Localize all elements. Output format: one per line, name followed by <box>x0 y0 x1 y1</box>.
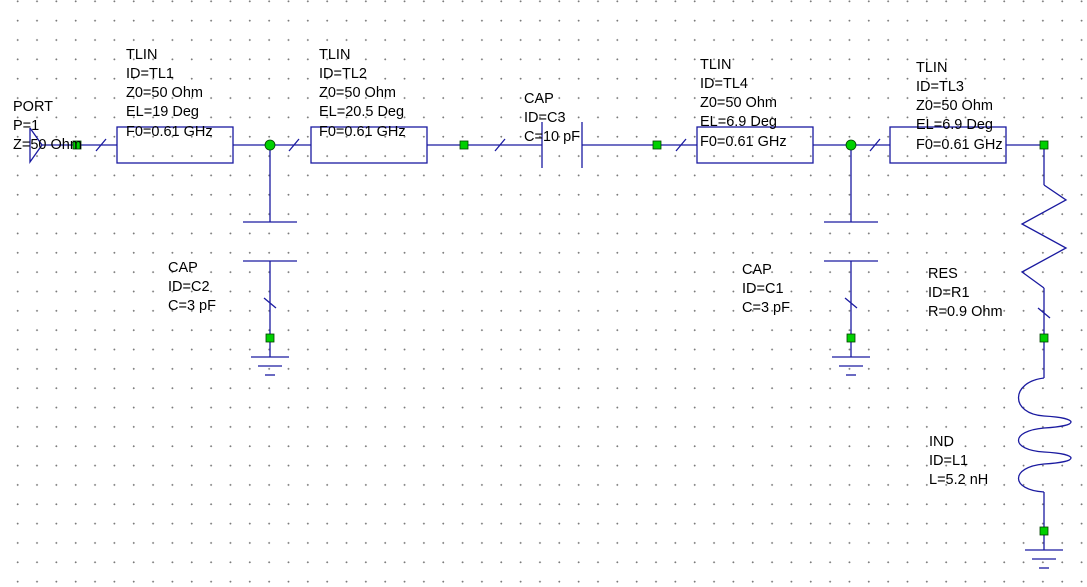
ground-c1 <box>832 338 870 376</box>
node[interactable] <box>1039 140 1049 150</box>
ground-l1 <box>1025 531 1063 569</box>
junction-dot <box>264 139 276 151</box>
wire-ticks <box>95 138 881 152</box>
l1-symbol[interactable] <box>1017 338 1072 531</box>
tl3-body[interactable] <box>889 126 1007 164</box>
tl2-body[interactable] <box>310 126 428 164</box>
node[interactable] <box>265 333 275 343</box>
junction-dot <box>845 139 857 151</box>
c3-symbol[interactable] <box>541 122 583 168</box>
connection-nodes <box>72 140 1049 536</box>
tl4-body[interactable] <box>696 126 814 164</box>
node[interactable] <box>1039 526 1049 536</box>
tl1-body[interactable] <box>116 126 234 164</box>
port-symbol[interactable] <box>29 127 77 165</box>
node[interactable] <box>1039 333 1049 343</box>
node[interactable] <box>652 140 662 150</box>
node[interactable] <box>72 140 82 150</box>
node[interactable] <box>846 333 856 343</box>
r1-symbol[interactable] <box>1020 145 1068 338</box>
c1-symbol[interactable] <box>824 145 878 338</box>
node[interactable] <box>459 140 469 150</box>
ground-c2 <box>251 338 289 376</box>
c2-symbol[interactable] <box>243 145 297 338</box>
